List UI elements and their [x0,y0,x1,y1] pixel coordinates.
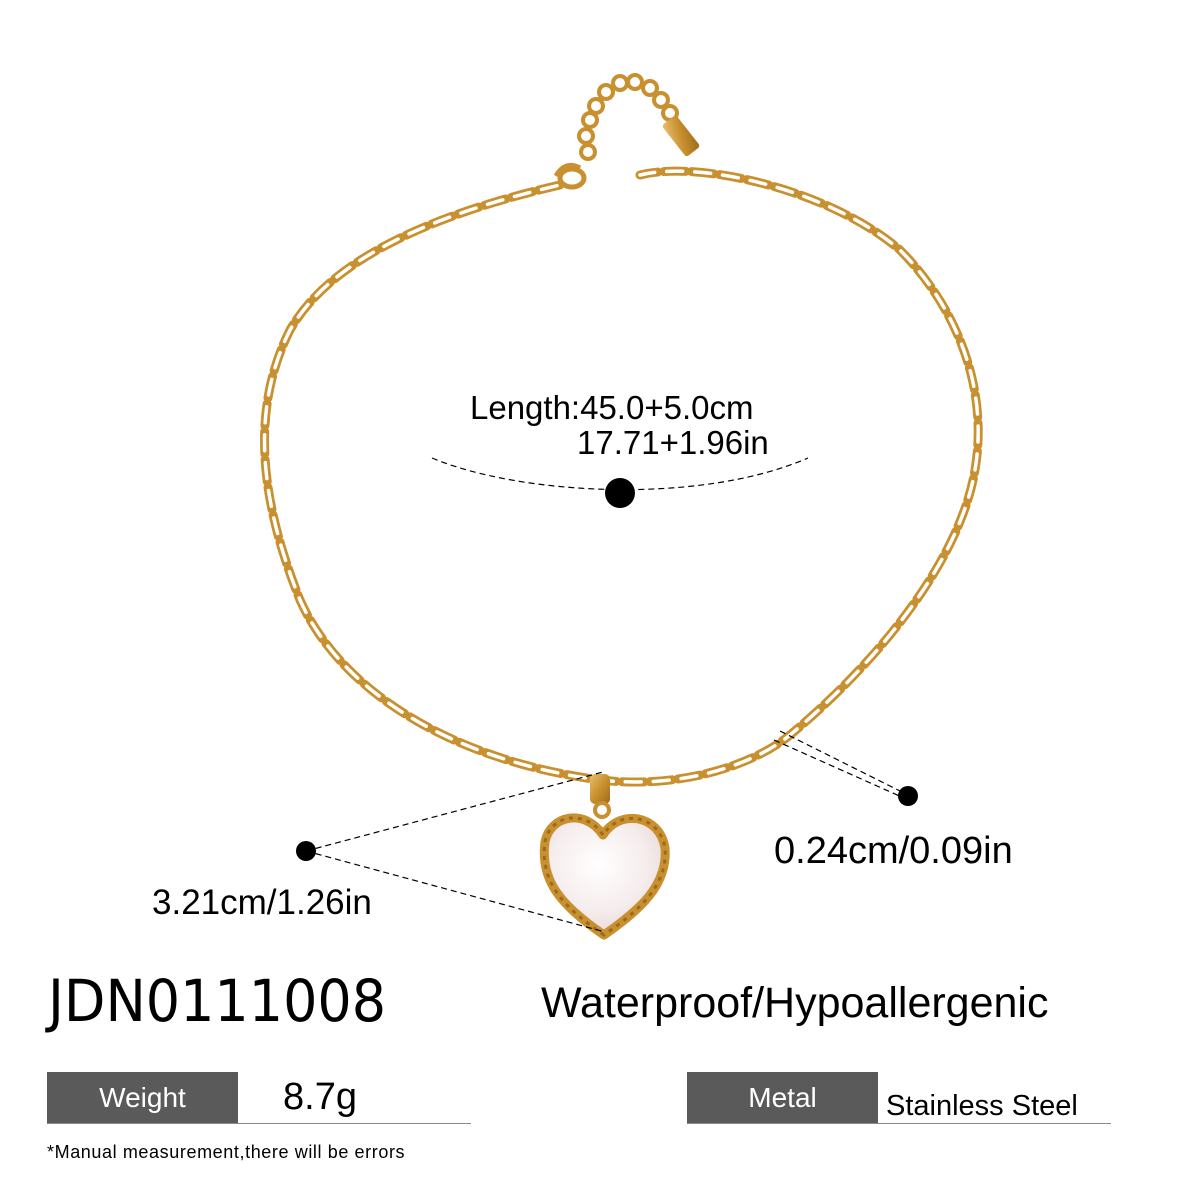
weight-spec-row: Weight 8.7g [47,1072,471,1124]
metal-spec-row: Metal Stainless Steel [687,1072,1111,1124]
chain-width-measure [773,730,918,806]
measurement-footnote: *Manual measurement,there will be errors [47,1142,406,1162]
measure-marker-icon [296,841,316,861]
length-cm-label: Length:45.0+5.0cm [470,389,754,426]
product-features: Waterproof/Hypoallergenic [541,979,1049,1027]
extender-chain [577,73,679,161]
metal-value: Stainless Steel [886,1090,1078,1122]
chain [260,166,983,787]
measure-marker-icon [605,478,635,508]
lobster-clasp-icon [553,162,587,190]
length-in-label: 17.71+1.96in [577,424,769,461]
length-measure [431,457,809,508]
weight-label: Weight [47,1072,238,1123]
chain-width-label: 0.24cm/0.09in [774,830,1013,872]
heart-pendant [539,774,670,940]
measure-marker-icon [898,786,918,806]
extender-tag-icon [662,115,700,157]
pendant-measure [296,771,606,933]
pendant-size-label: 3.21cm/1.26in [152,883,372,922]
weight-value: 8.7g [283,1076,357,1118]
metal-label: Metal [687,1072,878,1123]
product-sku: JDN0111008 [48,967,387,1035]
